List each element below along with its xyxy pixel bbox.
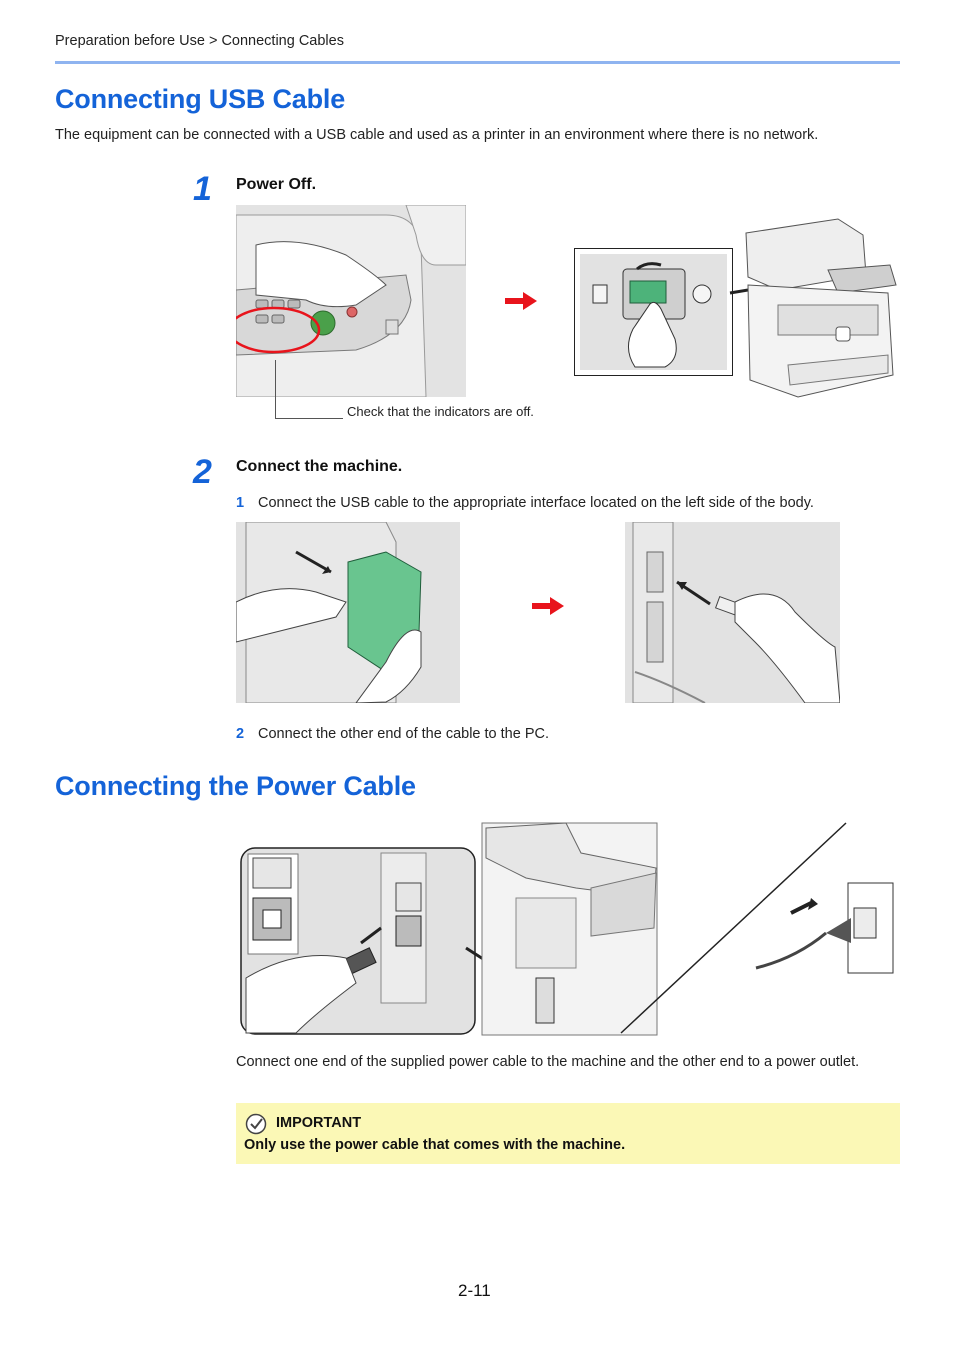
step-number-2: 2 [193,453,212,491]
check-circle-icon [245,1113,267,1135]
important-notice-box [236,1103,900,1164]
power-cable-figure [236,818,900,1050]
substep-1: 1 Connect the USB cable to the appropriat… [236,495,814,511]
breadcrumb: Preparation before Use > Connecting Cabl… [55,33,344,49]
red-arrow-icon [532,597,564,615]
substep-number-1: 1 [236,495,245,511]
machine-overview-figure [728,215,900,400]
power-cable-instruction: Connect one end of the supplied power ca… [236,1054,860,1070]
step-number-1: 1 [193,170,212,208]
operation-panel-figure [236,205,466,397]
important-label: IMPORTANT [276,1115,362,1131]
substep-number-2: 2 [236,726,245,742]
section-intro: The equipment can be connected with a US… [55,127,819,143]
figure-caption-indicators: Check that the indicators are off. [347,404,534,419]
callout-line-vertical [275,360,276,418]
usb-cable-insert-figure [625,522,840,703]
red-arrow-icon [505,292,537,310]
power-switch-figure [574,248,733,376]
step-title-connect-machine: Connect the machine. [236,458,403,475]
header-rule [55,61,900,64]
section-title-power: Connecting the Power Cable [55,771,416,801]
page-number: 2-11 [458,1281,491,1300]
substep-2: 2 Connect the other end of the cable to t… [236,726,549,742]
step-title-power-off: Power Off. [236,176,317,193]
substep-text-1: Connect the USB cable to the appropriate… [258,495,814,511]
callout-line-horizontal [275,418,343,419]
substep-text-2: Connect the other end of the cable to th… [258,726,549,742]
section-title-usb: Connecting USB Cable [55,84,346,114]
important-text: Only use the power cable that comes with… [244,1137,626,1153]
open-interface-cover-figure [236,522,460,703]
